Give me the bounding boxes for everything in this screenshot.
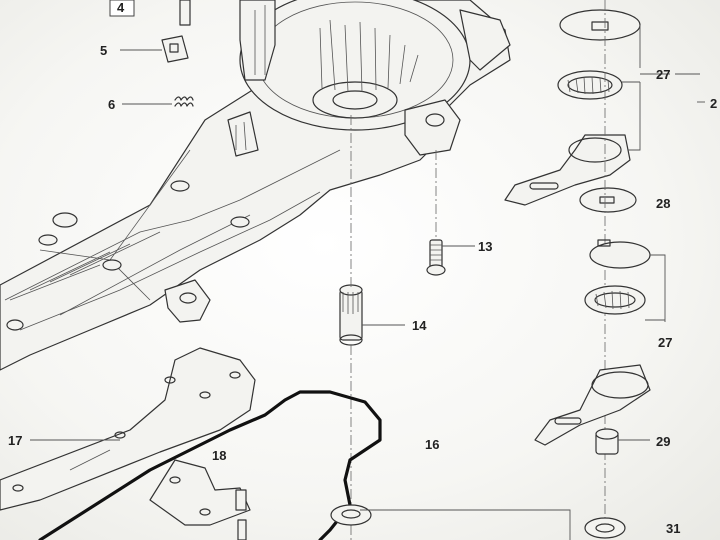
callout-4: 4 xyxy=(117,0,125,15)
shim-28 xyxy=(579,187,637,213)
needle-bearing-top xyxy=(557,70,623,100)
washer-disc-top xyxy=(559,9,641,41)
callout-31: 31 xyxy=(666,521,680,536)
callout-5: 5 xyxy=(100,43,107,58)
callout-18: 18 xyxy=(212,448,226,463)
callout-13: 13 xyxy=(478,239,492,254)
part-14-pinion xyxy=(339,284,363,346)
part-17-cover-plate xyxy=(0,347,256,511)
right-upper-assembly xyxy=(504,0,641,540)
thrust-washer-tab-top xyxy=(504,134,631,206)
gear-housing xyxy=(0,0,511,371)
callout-27-low: 27 xyxy=(658,335,672,350)
bottom-washer xyxy=(330,504,571,540)
housing-boss xyxy=(52,212,78,228)
part-16-gasket xyxy=(38,390,382,540)
part-13-bolt xyxy=(426,150,446,276)
needle-bearing-low xyxy=(584,285,646,315)
callout-16: 16 xyxy=(425,437,439,452)
callout-4-box xyxy=(109,0,135,17)
callout-28: 28 xyxy=(656,196,670,211)
part-18-bracket xyxy=(149,459,251,540)
callout-6: 6 xyxy=(108,97,115,112)
callout-27-top: 27 xyxy=(656,67,670,82)
leader-lines xyxy=(30,25,705,441)
right-lower-assembly xyxy=(534,239,651,539)
part-5-clip xyxy=(161,35,189,63)
thrust-washer-tab-low xyxy=(534,364,651,446)
callout-17: 17 xyxy=(8,433,22,448)
callout-14: 14 xyxy=(412,318,427,333)
callout-labels: 4 5 6 13 14 16 17 18 27 28 27 29 31 2 xyxy=(8,0,717,536)
callout-29: 29 xyxy=(656,434,670,449)
callout-2-partial: 2 xyxy=(710,96,717,111)
part-6-spring xyxy=(174,96,194,107)
part-31-washer xyxy=(584,517,626,539)
